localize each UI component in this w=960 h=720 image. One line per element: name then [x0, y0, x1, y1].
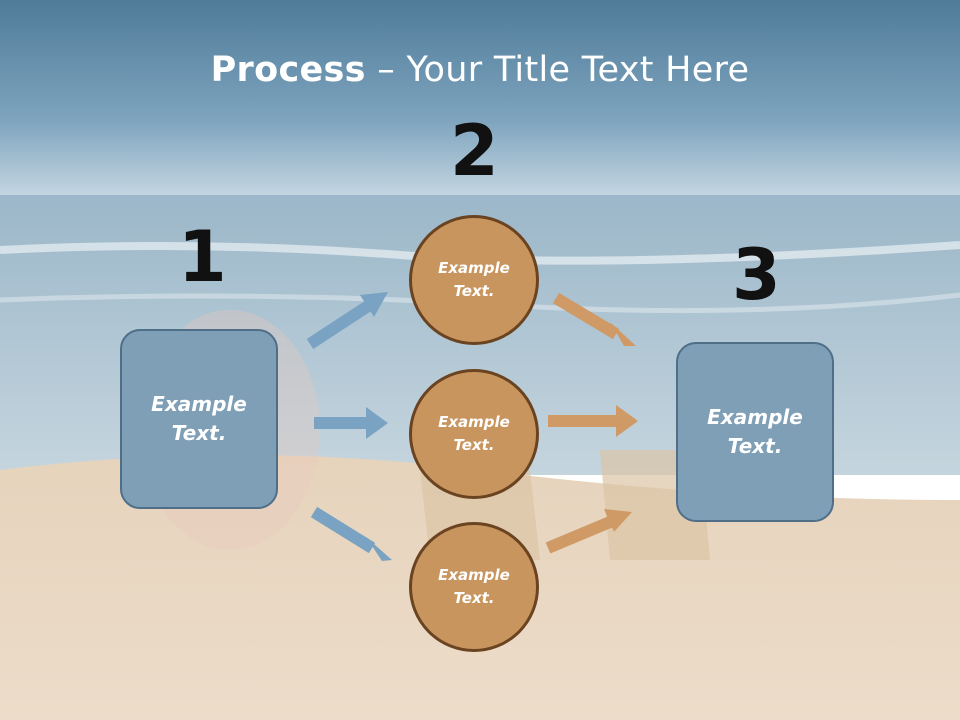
arrow-circle-center-to-box3 [548, 405, 638, 437]
step-3-box: Example Text. [676, 342, 834, 522]
arrow-box1-to-circle-top [306, 292, 388, 350]
middle-circle-top-line1: Example [438, 259, 510, 277]
title-rest: – Your Title Text Here [365, 50, 750, 90]
middle-circle-bottom-line2: Text. [453, 589, 495, 607]
middle-circle-bottom: Example Text. [409, 522, 539, 652]
step-number-3: 3 [732, 234, 781, 316]
middle-circle-top-line2: Text. [453, 282, 495, 300]
step-3-text-line2: Text. [727, 434, 783, 458]
step-1-box: Example Text. [120, 329, 278, 509]
step-3-text-line1: Example [707, 405, 803, 429]
step-1-text-line2: Text. [171, 421, 227, 445]
step-number-1: 1 [178, 216, 227, 298]
middle-circle-top: Example Text. [409, 215, 539, 345]
arrow-circle-bottom-to-box3 [545, 509, 632, 554]
middle-circle-bottom-line1: Example [438, 566, 510, 584]
title-bold: Process [210, 50, 366, 90]
step-number-2: 2 [450, 110, 499, 192]
step-1-text-line1: Example [151, 392, 247, 416]
middle-circle-center-line2: Text. [453, 436, 495, 454]
arrow-box1-to-circle-center [314, 407, 388, 439]
middle-circle-center-line1: Example [438, 413, 510, 431]
arrow-circle-top-to-box3 [552, 292, 636, 346]
arrow-box1-to-circle-bottom [310, 506, 392, 561]
slide-title: Process – Your Title Text Here [0, 50, 960, 90]
middle-circle-center: Example Text. [409, 369, 539, 499]
